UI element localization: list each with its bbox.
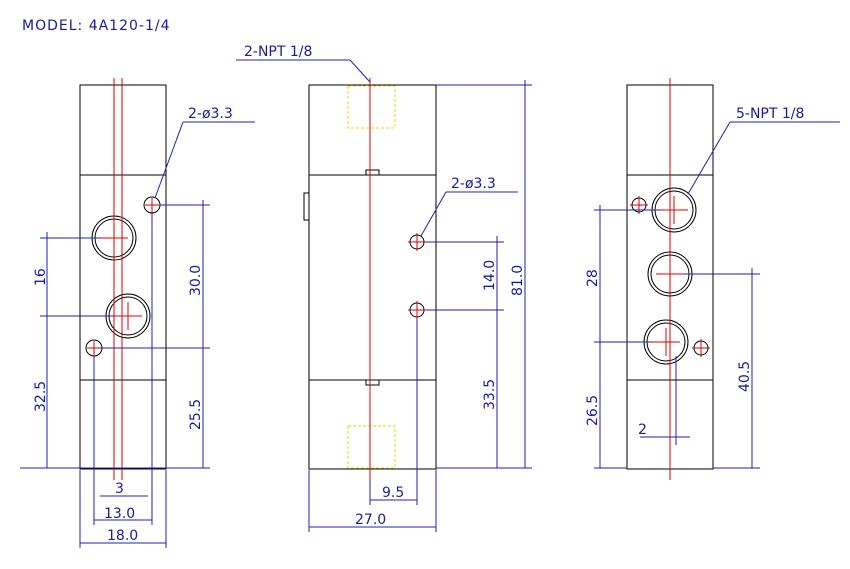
middle-dim-9-5: 9.5 (382, 485, 404, 501)
middle-dim-27: 27.0 (355, 512, 386, 528)
left-dim-16: 16 (33, 268, 49, 286)
right-npt-callout: 5-NPT 1/8 (736, 106, 804, 122)
left-hole-callout: 2-ø3.3 (188, 106, 233, 122)
left-dim-30: 30.0 (188, 265, 204, 296)
middle-dim-33-5: 33.5 (482, 379, 498, 410)
right-view: 5-NPT 1/8 28 26.5 40.5 2 (585, 78, 840, 480)
middle-npt-callout: 2-NPT 1/8 (244, 44, 312, 60)
left-dim-32-5: 32.5 (33, 381, 49, 412)
right-dim-28: 28 (585, 269, 601, 287)
middle-dim-81: 81.0 (510, 265, 526, 296)
left-dim-3: 3 (115, 481, 124, 497)
middle-dim-14: 14.0 (482, 260, 498, 291)
left-dim-13: 13.0 (104, 506, 135, 522)
middle-hole-callout: 2-ø3.3 (451, 176, 496, 192)
right-dim-26-5: 26.5 (585, 395, 601, 426)
middle-body-outline (308, 84, 437, 470)
left-dim-18: 18.0 (107, 528, 138, 544)
middle-top-port-hidden (347, 85, 396, 129)
right-dim-40-5: 40.5 (737, 361, 753, 392)
left-view: 2-ø3.3 16 32.5 30.0 25.5 3 13.0 18.0 (20, 78, 255, 548)
right-dim-2: 2 (638, 422, 647, 438)
model-title: MODEL: 4A120-1/4 (22, 18, 170, 34)
left-dim-25-5: 25.5 (188, 399, 204, 430)
middle-bottom-port-hidden (347, 425, 396, 469)
left-body-outline (79, 84, 167, 470)
middle-view: 2-NPT 1/8 2-ø3.3 14.0 33.5 81.0 9.5 27.0 (236, 44, 532, 532)
